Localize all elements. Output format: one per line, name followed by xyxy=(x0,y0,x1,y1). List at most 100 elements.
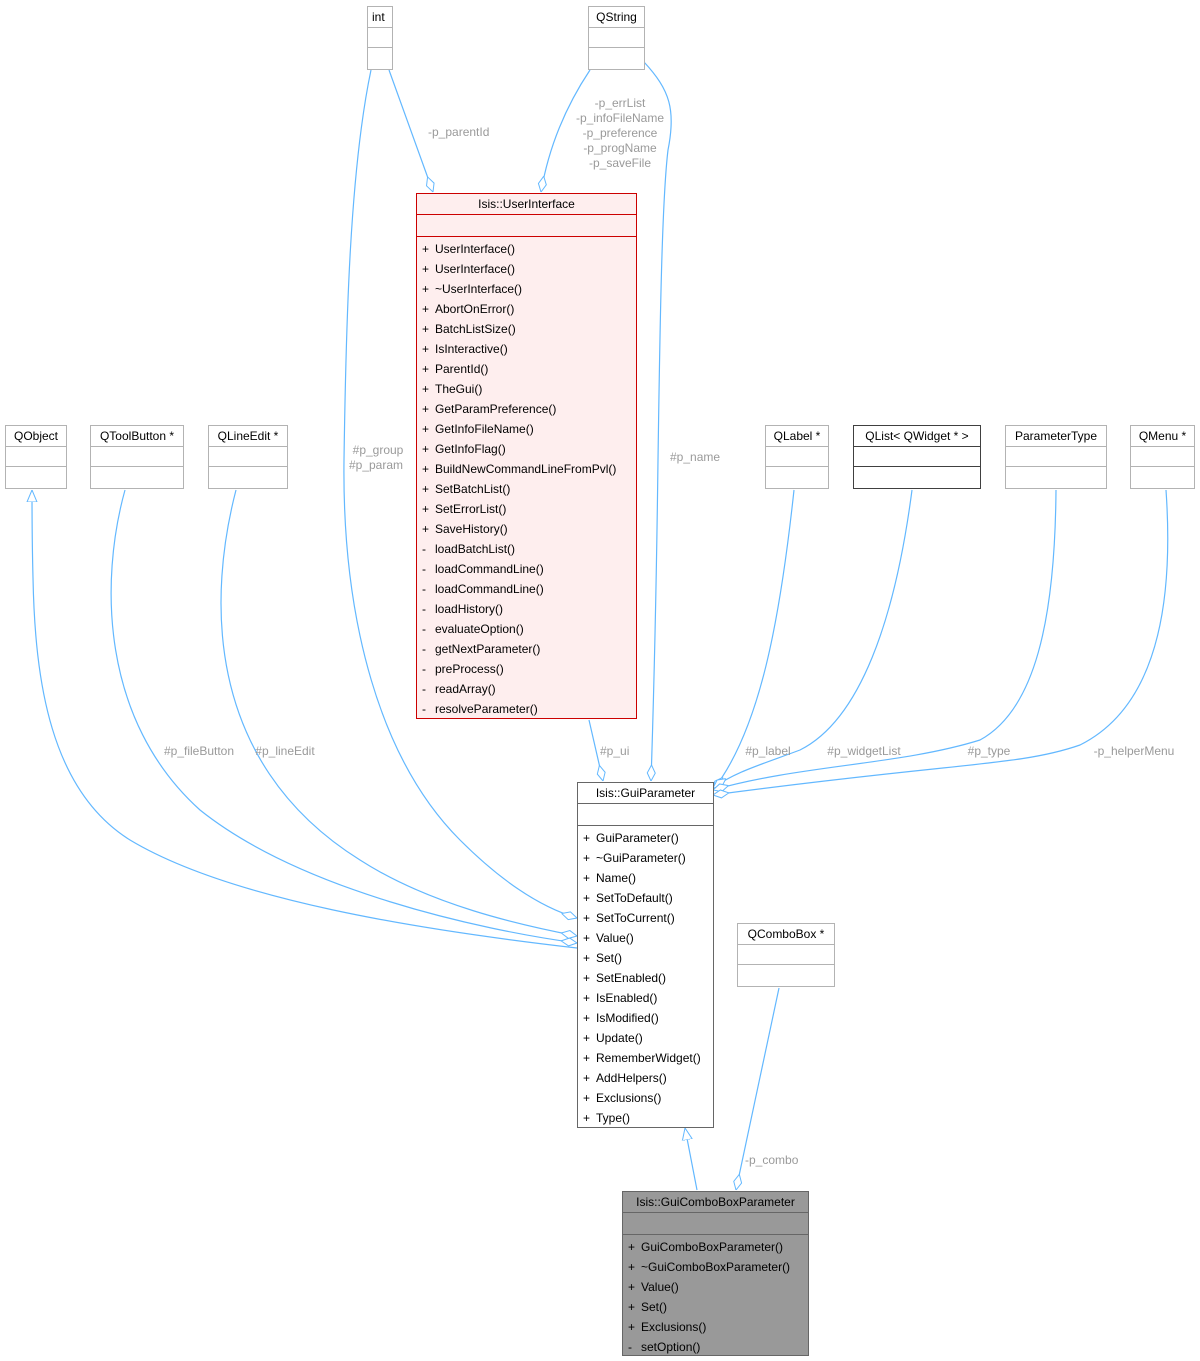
edge-userinterface-guiparameter xyxy=(588,719,603,781)
class-title: QLineEdit * xyxy=(209,426,287,447)
class-methods: +UserInterface() +UserInterface() +~User… xyxy=(417,237,636,721)
class-attributes xyxy=(578,804,713,826)
method-row: +Set() xyxy=(583,951,623,965)
method-row: +GetInfoFlag() xyxy=(422,442,506,456)
edge-qmenu-guiparameter xyxy=(713,489,1169,795)
method-row: +SetBatchList() xyxy=(422,482,511,496)
class-node-parametertype[interactable]: ParameterType xyxy=(1005,425,1107,489)
method-row: -getNextParameter() xyxy=(422,642,541,656)
class-title: QMenu * xyxy=(1131,426,1194,447)
method-row: -evaluateOption() xyxy=(422,622,524,636)
method-row: +Exclusions() xyxy=(628,1320,707,1334)
class-attributes xyxy=(91,447,183,467)
class-title: QObject xyxy=(6,426,66,447)
edge-label-type: #p_type xyxy=(968,744,1011,758)
method-row: +AbortOnError() xyxy=(422,302,515,316)
method-row: +AddHelpers() xyxy=(583,1071,667,1085)
method-row: +Type() xyxy=(583,1111,631,1125)
edge-qlabel-guiparameter xyxy=(713,489,795,790)
edge-label-ui: #p_ui xyxy=(600,744,629,758)
method-row: -loadCommandLine() xyxy=(422,562,544,576)
class-attributes xyxy=(1131,447,1194,467)
class-title: QLabel * xyxy=(766,426,828,447)
edge-qtoolbutton-guiparameter xyxy=(110,489,577,943)
edge-label-group: #p_group xyxy=(353,443,404,457)
class-title: Isis::GuiComboBoxParameter xyxy=(623,1192,808,1213)
method-row: -resolveParameter() xyxy=(422,702,538,716)
edge-label-param: #p_param xyxy=(349,458,403,472)
edge-int-userinterface xyxy=(388,69,433,192)
edge-qcombobox-guicombobox xyxy=(736,987,780,1190)
method-row: +SetErrorList() xyxy=(422,502,507,516)
class-title: QComboBox * xyxy=(738,924,834,945)
class-attributes xyxy=(738,945,834,965)
edge-label-preference: -p_preference xyxy=(583,126,658,140)
edge-label-name: #p_name xyxy=(670,450,720,464)
method-row: +Value() xyxy=(583,931,634,945)
class-attributes xyxy=(854,447,980,467)
method-row: +TheGui() xyxy=(422,382,483,396)
edge-label-combo: -p_combo xyxy=(745,1153,799,1167)
method-row: -preProcess() xyxy=(422,662,504,676)
class-methods xyxy=(589,48,644,67)
method-row: +IsInteractive() xyxy=(422,342,508,356)
method-row: +Update() xyxy=(583,1031,643,1045)
class-node-qlist[interactable]: QList< QWidget * > xyxy=(853,425,981,489)
edge-label-widget-list: #p_widgetList xyxy=(827,744,901,758)
method-row: -loadHistory() xyxy=(422,602,504,616)
class-methods xyxy=(91,467,183,486)
class-attributes xyxy=(766,447,828,467)
class-methods: +GuiComboBoxParameter() +~GuiComboBoxPar… xyxy=(623,1235,808,1359)
class-node-qobject[interactable]: QObject xyxy=(5,425,67,489)
class-node-gui-parameter[interactable]: Isis::GuiParameter +GuiParameter() +~Gui… xyxy=(577,782,714,1128)
method-row: +UserInterface() xyxy=(422,242,516,256)
edge-label-info-file-name: -p_infoFileName xyxy=(576,111,664,125)
edge-label-label: #p_label xyxy=(745,744,790,758)
method-row: +Value() xyxy=(628,1280,679,1294)
class-node-int[interactable]: int xyxy=(367,6,393,70)
method-row: +GetParamPreference() xyxy=(422,402,557,416)
edge-combobox-guiparameter xyxy=(685,1128,698,1191)
class-methods xyxy=(1131,467,1194,486)
edge-label-helper-menu: -p_helperMenu xyxy=(1094,744,1175,758)
method-row: +~UserInterface() xyxy=(422,282,523,296)
method-row: +ParentId() xyxy=(422,362,489,376)
method-row: +BatchListSize() xyxy=(422,322,516,336)
method-row: +GuiParameter() xyxy=(583,831,679,845)
class-attributes xyxy=(6,447,66,467)
method-row: -setOption() xyxy=(628,1340,701,1354)
method-row: +SetEnabled() xyxy=(583,971,667,985)
class-methods xyxy=(6,467,66,486)
method-row: +SaveHistory() xyxy=(422,522,508,536)
method-row: +SetToCurrent() xyxy=(583,911,675,925)
method-row: +UserInterface() xyxy=(422,262,516,276)
edge-qlineedit-guiparameter xyxy=(220,489,577,936)
method-row: -loadCommandLine() xyxy=(422,582,544,596)
edge-label-line-edit: #p_lineEdit xyxy=(255,744,315,758)
method-row: +IsEnabled() xyxy=(583,991,658,1005)
class-methods xyxy=(368,48,392,67)
class-node-qcombobox[interactable]: QComboBox * xyxy=(737,923,835,987)
edge-qstring-userinterface xyxy=(541,69,591,192)
class-attributes xyxy=(368,28,392,48)
class-title: ParameterType xyxy=(1006,426,1106,447)
class-methods: +GuiParameter() +~GuiParameter() +Name()… xyxy=(578,826,713,1130)
class-node-qlineedit[interactable]: QLineEdit * xyxy=(208,425,288,489)
method-row: +~GuiComboBoxParameter() xyxy=(628,1260,791,1274)
method-row: +BuildNewCommandLineFromPvl() xyxy=(422,462,617,476)
class-node-qstring[interactable]: QString xyxy=(588,6,645,70)
class-node-qtoolbutton[interactable]: QToolButton * xyxy=(90,425,184,489)
method-row: +GetInfoFileName() xyxy=(422,422,534,436)
class-node-qmenu[interactable]: QMenu * xyxy=(1130,425,1195,489)
class-node-gui-combobox-parameter[interactable]: Isis::GuiComboBoxParameter +GuiComboBoxP… xyxy=(622,1191,809,1356)
class-node-user-interface[interactable]: Isis::UserInterface +UserInterface() +Us… xyxy=(416,193,637,719)
class-title: QToolButton * xyxy=(91,426,183,447)
class-node-qlabel[interactable]: QLabel * xyxy=(765,425,829,489)
method-row: -readArray() xyxy=(422,682,496,696)
class-attributes xyxy=(417,215,636,237)
edge-label-save-file: -p_saveFile xyxy=(589,156,651,170)
class-methods xyxy=(209,467,287,486)
method-row: +RememberWidget() xyxy=(583,1051,701,1065)
class-attributes xyxy=(623,1213,808,1235)
method-row: +Set() xyxy=(628,1300,668,1314)
